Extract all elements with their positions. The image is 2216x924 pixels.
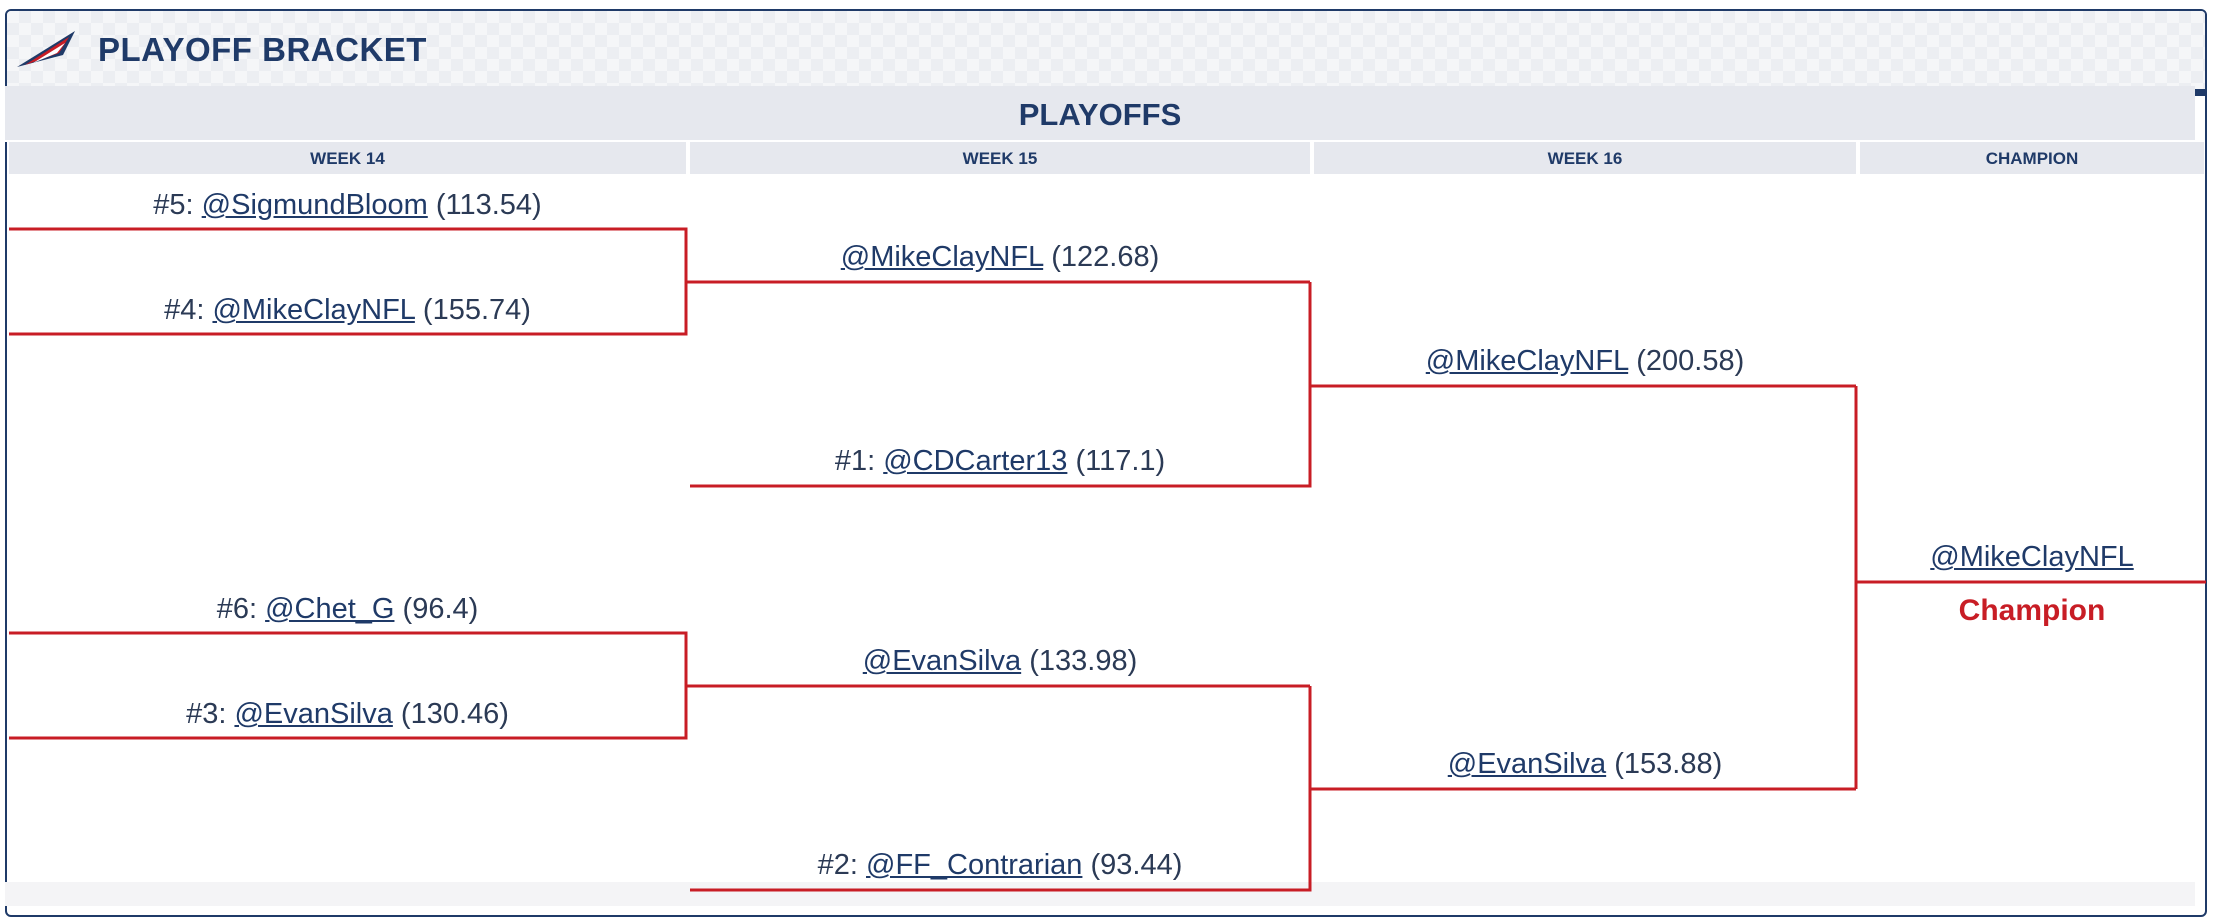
seed-label: #6: [216, 593, 258, 625]
team-score: (117.1) [1075, 445, 1166, 477]
flag-logo-icon [17, 31, 75, 67]
team-score: (133.98) [1029, 645, 1138, 677]
section-title: PLAYOFFS [1018, 97, 1182, 132]
week14-entry-4: #3: @EvanSilva (130.46) [9, 697, 686, 731]
week15-entry-2: #1: @CDCarter13 (117.1) [690, 444, 1310, 478]
team-link[interactable]: @EvanSilva [234, 698, 393, 730]
week14-entry-3: #6: @Chet_G (96.4) [9, 592, 686, 626]
team-score: (200.58) [1636, 345, 1745, 377]
team-score: (155.74) [422, 294, 531, 326]
team-link[interactable]: @EvanSilva [1447, 748, 1607, 780]
column-header-week-16: WEEK 16 [1314, 142, 1856, 174]
panel-header: PLAYOFF BRACKET [7, 11, 2205, 89]
team-score: (130.46) [400, 698, 509, 730]
team-score: (113.54) [435, 189, 542, 221]
team-link[interactable]: @EvanSilva [862, 645, 1022, 677]
seed-label: #3: [186, 698, 227, 730]
champion-label: Champion [1958, 594, 2106, 627]
team-link[interactable]: @Chet_G [265, 593, 395, 625]
team-link[interactable]: @CDCarter13 [883, 445, 1068, 477]
seed-label: #4: [164, 294, 205, 326]
bracket-line-w15-right-top [690, 282, 1312, 488]
section-title-band: PLAYOFFS [5, 86, 2195, 142]
bracket-line-w15-right-bottom [690, 686, 1312, 892]
week15-entry-4: #2: @FF_Contrarian (93.44) [690, 848, 1310, 882]
page-title: PLAYOFF BRACKET [98, 31, 427, 68]
team-score: (96.4) [402, 593, 479, 625]
column-header-week-14: WEEK 14 [9, 142, 686, 174]
week16-entry-1: @MikeClayNFL (200.58) [1314, 344, 1856, 378]
champion-link[interactable]: @MikeClayNFL [1930, 541, 2134, 573]
team-link[interactable]: @MikeClayNFL [1425, 345, 1629, 377]
week16-entry-2: @EvanSilva (153.88) [1314, 747, 1856, 781]
team-score: (93.44) [1090, 849, 1183, 881]
team-link[interactable]: @MikeClayNFL [212, 294, 415, 326]
week15-entry-1: @MikeClayNFL (122.68) [690, 240, 1310, 274]
team-link[interactable]: @MikeClayNFL [840, 241, 1044, 273]
column-header-champion: CHAMPION [1860, 142, 2204, 174]
seed-label: #1: [834, 445, 876, 477]
week14-entry-1: #5: @SigmundBloom (113.54) [9, 188, 686, 222]
team-score: (153.88) [1614, 748, 1723, 780]
seed-label: #2: [817, 849, 858, 881]
champion-entry: @MikeClayNFL [1860, 540, 2204, 574]
week14-entry-2: #4: @MikeClayNFL (155.74) [9, 293, 686, 327]
team-score: (122.68) [1051, 241, 1160, 273]
week15-entry-3: @EvanSilva (133.98) [690, 644, 1310, 678]
team-link[interactable]: @SigmundBloom [201, 189, 428, 221]
column-header-week-15: WEEK 15 [690, 142, 1310, 174]
team-link[interactable]: @FF_Contrarian [866, 849, 1083, 881]
panel-footer [5, 882, 2195, 906]
seed-label: #5: [153, 189, 194, 221]
